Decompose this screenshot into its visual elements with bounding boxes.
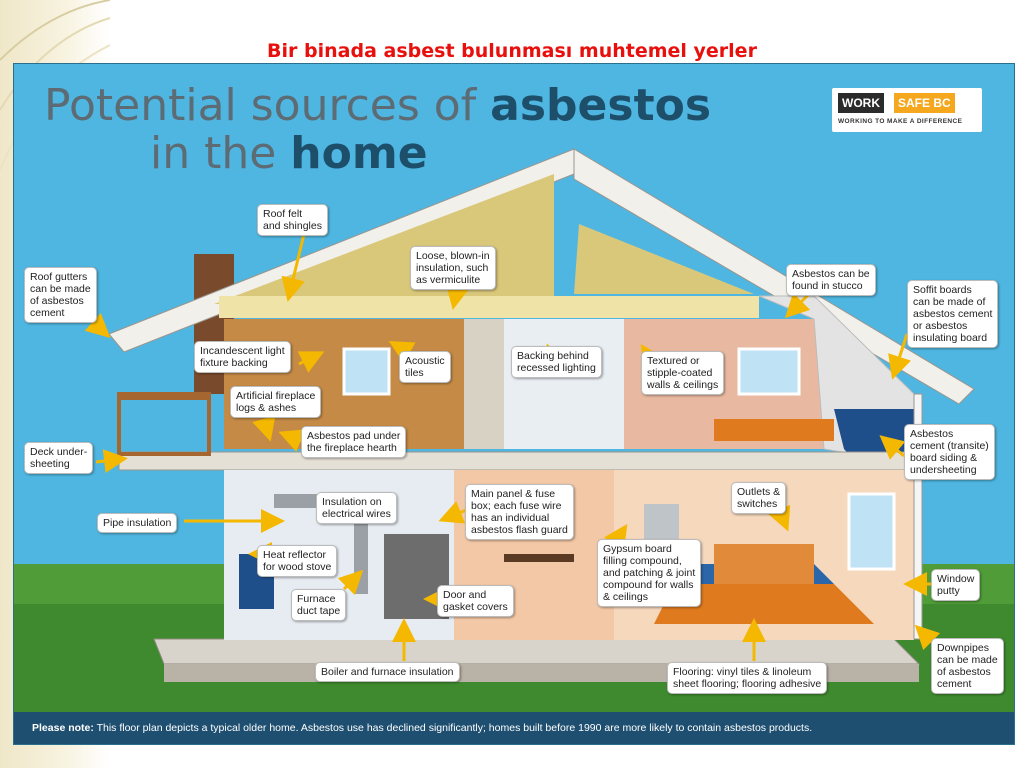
callout-transite: Asbestos cement (transite) board siding … [904,424,995,480]
callout-roof-felt: Roof felt and shingles [257,204,328,236]
callout-downpipes: Downpipes can be made of asbestos cement [931,638,1004,694]
roof-right [573,148,975,405]
callout-flooring: Flooring: vinyl tiles & linoleum sheet f… [667,662,828,694]
callout-soffit: Soffit boards can be made of asbestos ce… [907,280,999,348]
callout-recessed: Backing behind recessed lighting [511,346,602,378]
logo-word-work: WORK [838,93,884,113]
note-text: This floor plan depicts a typical older … [93,722,813,734]
callout-door-gasket: Door and gasket covers [437,585,514,617]
foundation-slab [153,638,921,665]
upper-bathroom [504,319,624,449]
dining-table [504,554,574,562]
deck [117,392,211,456]
callout-fireplace-logs: Artificial fireplace logs & ashes [230,386,322,418]
heading-text-part3: in the [150,128,291,179]
heading-line2: in the home [44,130,711,178]
floor-slab [118,451,920,471]
callout-pipe: Pipe insulation [97,513,178,533]
callout-textured: Textured or stipple-coated walls & ceili… [641,351,725,395]
house-cutaway-illustration [14,148,1014,714]
callout-fireplace-pad: Asbestos pad under the fireplace hearth [301,426,407,458]
note-label: Please note: [32,722,94,734]
callout-loose-blown-in: Loose, blown-in insulation, such as verm… [410,246,496,290]
kitchen-counter [714,544,814,584]
callout-window-putty: Window putty [931,569,981,601]
heading-text-home: home [290,128,428,179]
logo-tagline: WORKING TO MAKE A DIFFERENCE [838,118,963,125]
checkered-floor [654,584,874,624]
heading-text-part1: Potential sources of [44,80,491,131]
attic-insulation [219,296,759,318]
callout-gypsum: Gypsum board filling compound, and patch… [597,539,702,607]
callout-furnace-tape: Furnace duct tape [291,589,347,621]
callout-outlets: Outlets & switches [731,482,787,514]
logo-word-safebc: SAFE BC [894,93,955,113]
callout-incandescent: Incandescent light fixture backing [194,341,291,373]
callout-electrical: Insulation on electrical wires [316,492,397,524]
callout-boiler: Boiler and furnace insulation [315,662,460,682]
heading-line1: Potential sources of asbestos [44,80,711,131]
callout-heat-reflector: Heat reflector for wood stove [257,545,338,577]
heading-text-asbestos: asbestos [490,80,712,131]
asbestos-poster: Potential sources of asbestos in the hom… [13,63,1015,745]
callout-main-panel: Main panel & fuse box; each fuse wire ha… [465,484,574,540]
worksafebc-logo: WORK SAFE BC WORKING TO MAKE A DIFFERENC… [832,88,982,132]
bed [714,419,834,441]
poster-heading: Potential sources of asbestos in the hom… [44,82,711,178]
callout-deck: Deck under- sheeting [24,442,94,474]
callout-acoustic: Acoustic tiles [399,351,451,383]
callout-roof-gutters: Roof gutters can be made of asbestos cem… [24,267,97,323]
slide-title: Bir binada asbest bulunması muhtemel yer… [267,40,757,62]
callout-stucco: Asbestos can be found in stucco [786,264,876,296]
please-note-footer: Please note: This floor plan depicts a t… [14,712,1014,744]
